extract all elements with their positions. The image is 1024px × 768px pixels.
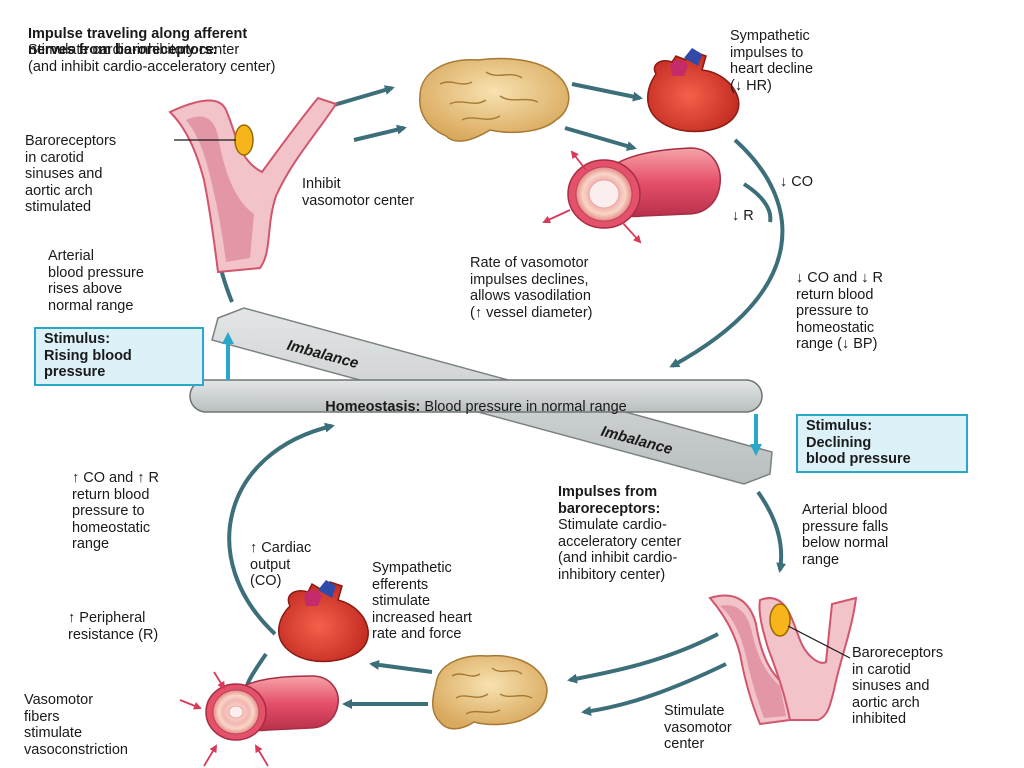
homeostasis-bar (189, 379, 763, 413)
vasoconstriction-label: Vasomotor fibers stimulate vasoconstrict… (24, 692, 128, 758)
baroreceptors-stimulated-label: Baroreceptors in carotid sinuses and aor… (25, 133, 117, 215)
decreased-co-label: ↓ CO (780, 174, 814, 190)
afferent-heading: Impulse traveling along afferent nerves … (28, 9, 247, 59)
afferent-heading-detail: Stimulate cardio-inhibitory center (and … (28, 42, 276, 75)
impulses-detail: Stimulate cardio- acceleratory center (a… (558, 517, 682, 583)
return-homeostatic-bottom-label: ↑ CO and ↑ R return blood pressure to ho… (72, 470, 160, 552)
inhibit-vasomotor-label: Inhibit vasomotor center (302, 176, 415, 209)
afferent-heading-bold: Impulse traveling along afferent nerves … (28, 25, 248, 59)
blood-vessel-bottom (205, 675, 339, 741)
sympathetic-efferents-label: Sympathetic efferents stimulate increase… (372, 560, 472, 642)
carotid-artery-bottom (708, 594, 858, 726)
carotid-artery-top (168, 96, 338, 274)
cardiac-output-label: ↑ Cardiac output (CO) (250, 540, 312, 589)
pressure-falls-label: Arterial blood pressure falls below norm… (802, 502, 889, 568)
top-loop-arrows (211, 82, 785, 368)
baroreceptors-inhibited-label: Baroreceptors in carotid sinuses and aor… (852, 645, 944, 727)
decreased-r-label: ↓ R (732, 208, 754, 224)
constriction-arrows-bottom (179, 671, 269, 767)
brain-top (419, 57, 570, 142)
sympathetic-decline-label: Sympathetic impulses to heart decline (↓… (730, 28, 814, 94)
homeostasis-term: Homeostasis: (325, 398, 421, 415)
stimulus-rising-box: Stimulus: Rising blood pressure (34, 327, 204, 386)
impulses-heading: Impulses from baroreceptors: (558, 484, 661, 517)
blood-vessel-top (567, 147, 721, 229)
peripheral-resistance-label: ↑ Peripheral resistance (R) (68, 610, 159, 643)
dilation-arrows-top (542, 150, 642, 244)
heart-bottom (278, 580, 369, 663)
bottom-loop-arrows (227, 422, 787, 717)
vasodilation-label: Rate of vasomotor impulses declines, all… (470, 255, 593, 321)
return-homeostatic-top-label: ↓ CO and ↓ R return blood pressure to ho… (796, 270, 884, 352)
homeostasis-label: Homeostasis: Blood pressure in normal ra… (196, 382, 756, 415)
stimulus-declining-box: Stimulus: Declining blood pressure (796, 414, 968, 473)
pressure-rises-label: Arterial blood pressure rises above norm… (48, 248, 144, 314)
stimulate-vasomotor-label: Stimulate vasomotor center (664, 703, 732, 752)
brain-bottom (432, 654, 548, 730)
homeostasis-description: Blood pressure in normal range (420, 398, 627, 415)
heart-top (647, 48, 740, 133)
